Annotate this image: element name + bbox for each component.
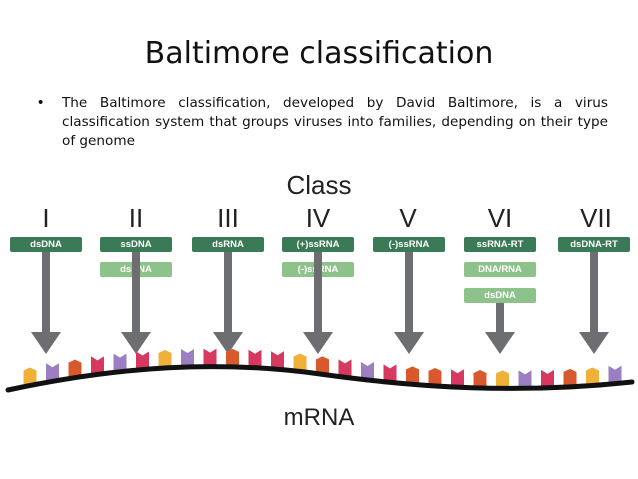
class-numeral-4: IV	[305, 203, 331, 233]
mrna-backbone	[5, 364, 635, 393]
arrow-shaft-4	[314, 252, 322, 334]
bullet-dot-icon: •	[38, 94, 44, 111]
arrow-shaft-7	[590, 252, 598, 334]
class-numeral-6: VI	[487, 203, 513, 233]
slide-title: Baltimore classification	[144, 36, 494, 71]
genome-box-5-1: (-)ssRNA	[373, 237, 445, 252]
class-numeral-7: VII	[580, 203, 612, 233]
nucleotide-block	[383, 364, 397, 383]
nucleotide-block	[68, 359, 82, 378]
nucleotide-block	[271, 351, 284, 370]
bullet-point: • The Baltimore classification, develope…	[38, 94, 608, 151]
genome-box-6-1: ssRNA-RT	[464, 237, 536, 252]
arrow-head-4	[303, 332, 333, 354]
nucleotide-block	[473, 370, 487, 389]
nucleotide-block	[113, 353, 127, 372]
nucleotide-block	[293, 353, 307, 372]
nucleotide-block	[91, 356, 104, 375]
nucleotide-block	[541, 369, 554, 388]
nucleotide-block	[563, 368, 577, 387]
genome-box-7-1: dsDNA-RT	[558, 237, 630, 252]
nucleotide-block	[248, 349, 262, 368]
arrow-shaft-3	[224, 252, 232, 334]
nucleotide-block	[496, 370, 509, 389]
arrow-head-2	[121, 332, 151, 354]
arrow-head-3	[213, 332, 243, 354]
arrow-head-7	[579, 332, 609, 354]
nucleotide-block	[338, 359, 352, 378]
arrow-shaft-5	[405, 252, 413, 334]
class-numeral-3: III	[217, 203, 239, 233]
nucleotide-block	[46, 363, 59, 382]
nucleotide-block	[518, 370, 532, 389]
arrow-head-6	[485, 332, 515, 354]
nucleotide-block	[158, 349, 172, 368]
arrow-shaft-1	[42, 252, 50, 334]
nucleotide-block	[608, 365, 622, 384]
genome-box-1-1: dsDNA	[10, 237, 82, 252]
nucleotide-block	[586, 367, 599, 386]
genome-box-6-2: DNA/RNA	[464, 262, 536, 277]
genome-box-4-1: (+)ssRNA	[282, 237, 354, 252]
arrow-shaft-2	[132, 252, 140, 334]
nucleotide-block	[23, 367, 37, 386]
nucleotide-block	[361, 362, 374, 381]
class-numeral-5: V	[399, 203, 417, 233]
nucleotide-block	[226, 348, 239, 367]
nucleotide-block	[181, 348, 194, 367]
genome-box-2-1: ssDNA	[100, 237, 172, 252]
nucleotide-block	[451, 369, 464, 388]
arrow-shaft-6	[496, 303, 504, 334]
nucleotide-group	[23, 348, 622, 389]
genome-box-6-3: dsDNA	[464, 288, 536, 303]
nucleotide-block	[316, 356, 329, 375]
nucleotide-block	[203, 348, 217, 367]
bullet-text: The Baltimore classification, developed …	[62, 95, 608, 149]
mrna-label: mRNA	[283, 404, 355, 431]
class-numeral-2: II	[128, 203, 144, 233]
arrow-head-5	[394, 332, 424, 354]
genome-box-3-1: dsRNA	[192, 237, 264, 252]
nucleotide-block	[406, 366, 419, 385]
arrow-head-1	[31, 332, 61, 354]
class-heading: Class	[286, 170, 352, 200]
nucleotide-block	[428, 367, 442, 386]
nucleotide-block	[136, 351, 149, 370]
class-numeral-1: I	[42, 203, 50, 233]
